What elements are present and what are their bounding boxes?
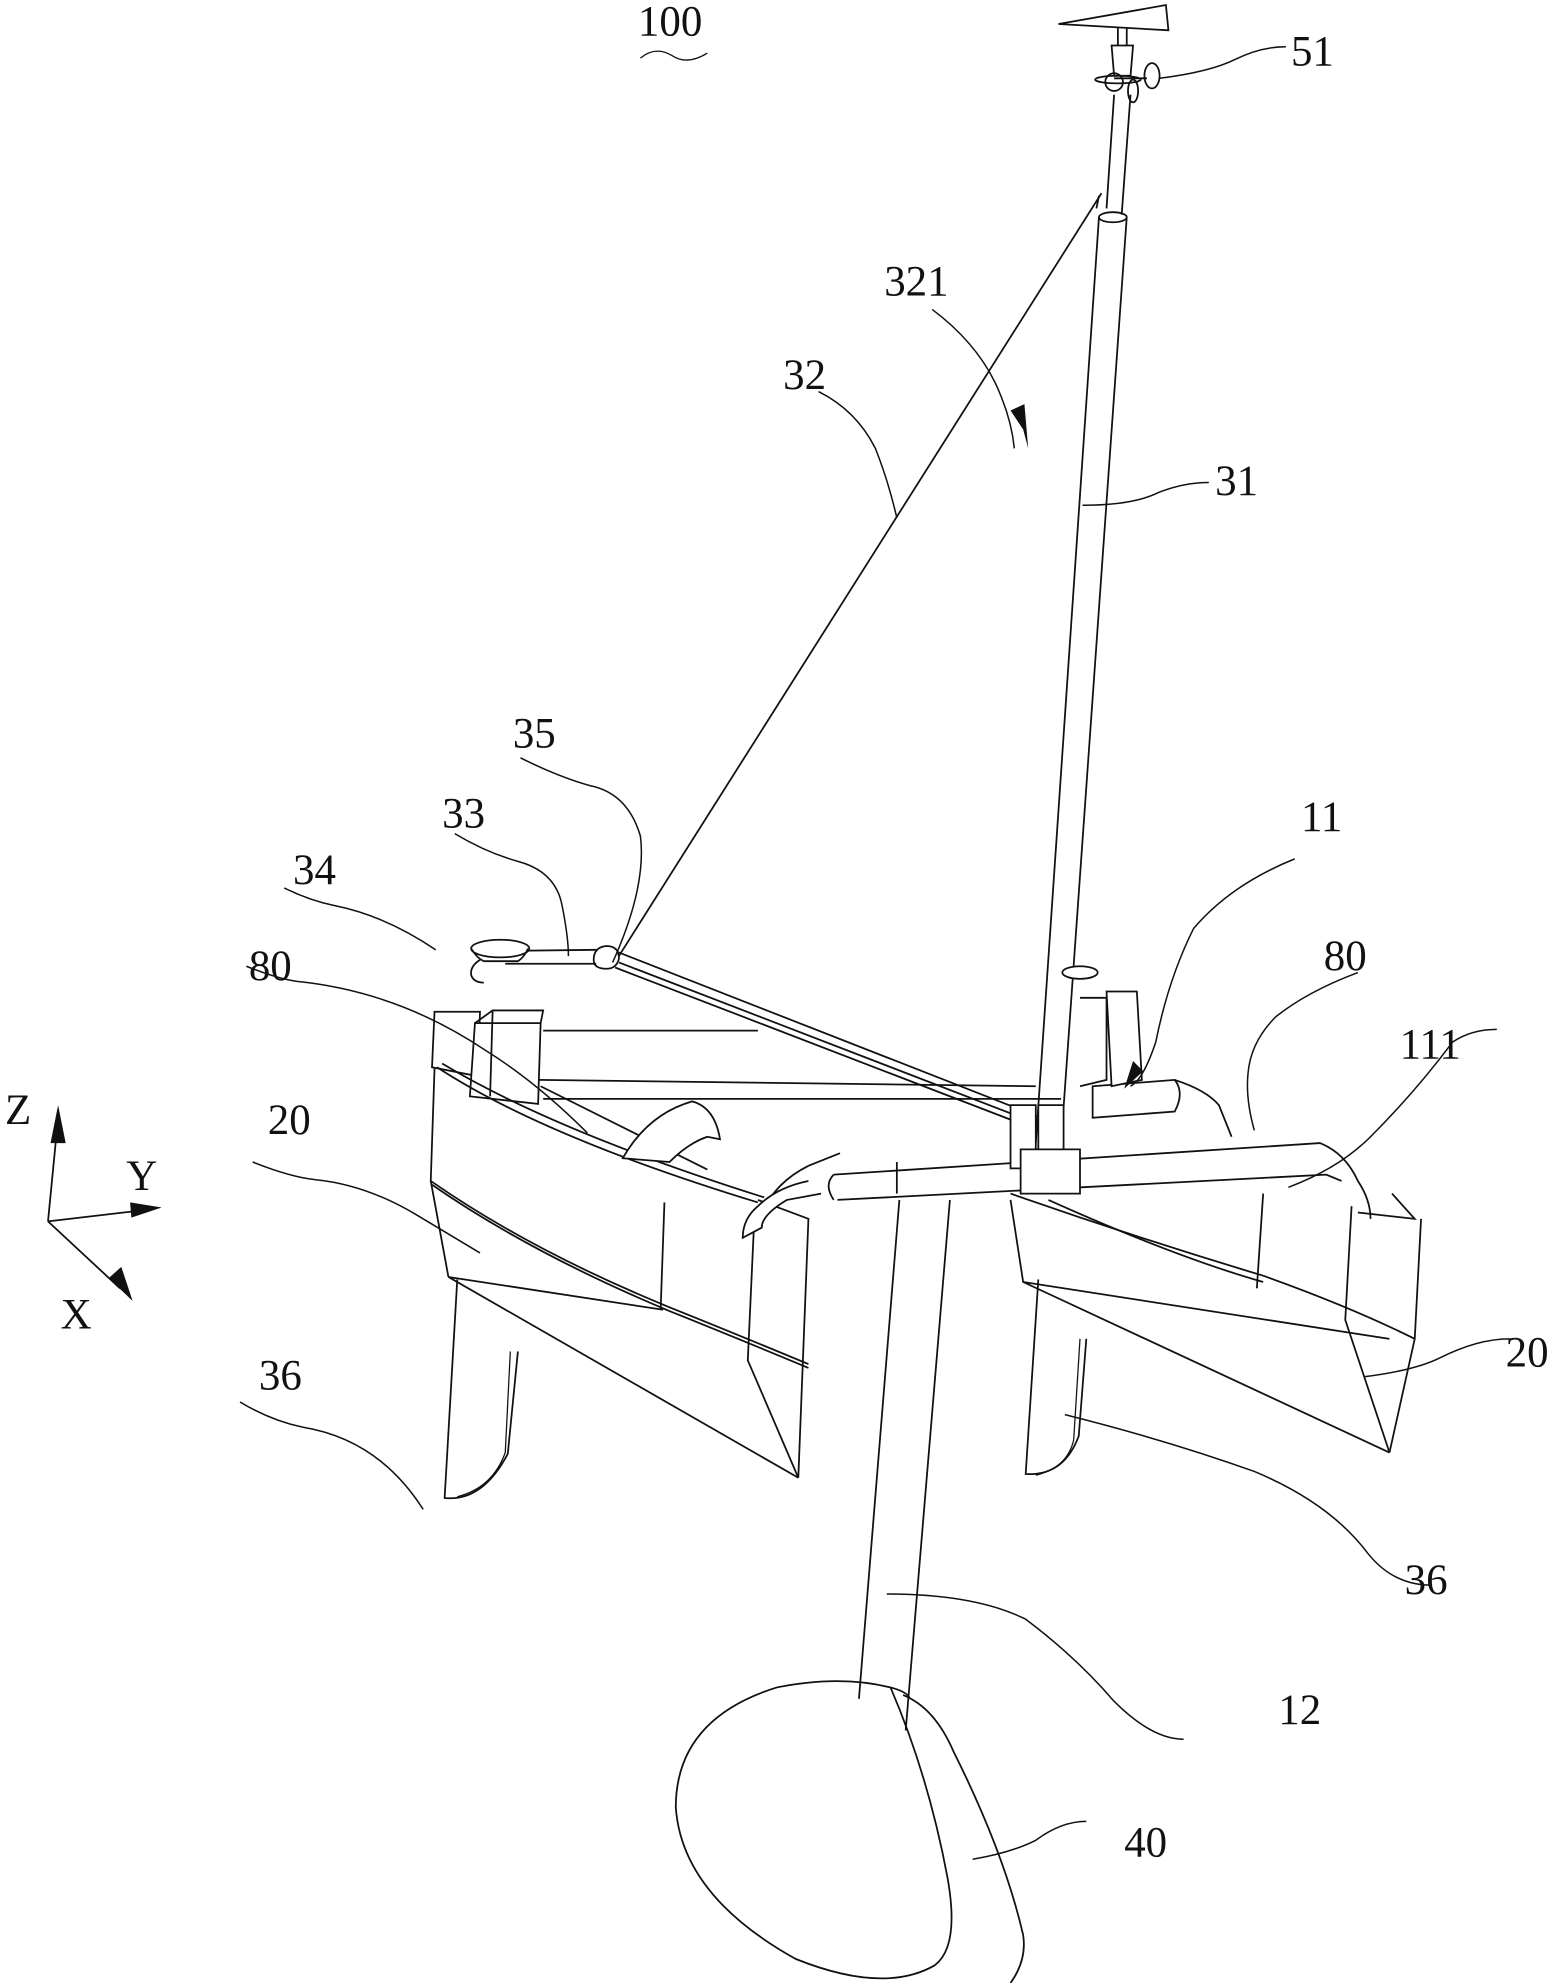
leader-20-right: [1364, 1338, 1510, 1378]
coordinate-axes: Z Y X: [5, 1087, 162, 1339]
underwater-disc-40: [674, 1680, 1025, 1983]
leader-51: [1159, 45, 1286, 80]
label-51: 51: [1291, 29, 1334, 76]
leader-12: [886, 1593, 1184, 1740]
mast-upper: [1105, 94, 1132, 215]
right-fin-36: [1024, 1279, 1088, 1476]
label-12: 12: [1278, 1687, 1321, 1734]
crossbeam-111: [741, 1142, 1372, 1240]
leader-80-right: [1246, 971, 1359, 1131]
sail-luff-32: [615, 192, 1103, 961]
left-fin-36: [443, 1279, 519, 1500]
arrow-11: [1124, 1060, 1144, 1089]
label-80-right: 80: [1324, 933, 1367, 980]
label-80-left: 80: [249, 943, 292, 990]
label-34: 34: [293, 847, 336, 894]
leader-33: [454, 832, 570, 957]
wind-sensor-51: [1058, 4, 1170, 104]
axis-label-z: Z: [5, 1087, 31, 1134]
leader-36-right: [1064, 1413, 1432, 1586]
label-20-left: 20: [268, 1097, 311, 1144]
leader-321: [931, 308, 1016, 449]
axis-label-y: Y: [126, 1153, 157, 1200]
label-36-left: 36: [259, 1352, 302, 1399]
label-36-right: 36: [1405, 1557, 1448, 1604]
label-40: 40: [1124, 1820, 1167, 1867]
leader-36-left: [239, 1401, 424, 1510]
label-321: 321: [884, 259, 948, 306]
leader-111: [1288, 1028, 1497, 1188]
boom-joint-35: [592, 945, 620, 970]
label-31: 31: [1215, 458, 1258, 505]
boom-33: [614, 950, 1052, 1136]
keel-strut-12: [858, 1162, 951, 1731]
label-33: 33: [442, 790, 485, 837]
right-hull-20: [1009, 1192, 1422, 1454]
figure-number-100: 100: [638, 0, 702, 45]
leader-32: [818, 390, 898, 519]
leader-35: [520, 757, 643, 963]
label-20-right: 20: [1506, 1330, 1549, 1377]
left-hull-20: [429, 1009, 1062, 1479]
connector-11: [1009, 1078, 1233, 1195]
label-11: 11: [1301, 794, 1342, 841]
arrow-321: [1010, 404, 1029, 449]
axis-label-x: X: [61, 1292, 92, 1339]
leader-40: [972, 1820, 1087, 1860]
leader-34: [283, 887, 437, 951]
right-deck-block: [1061, 965, 1143, 1088]
leader-20-left: [252, 1161, 481, 1254]
leader-11: [1130, 858, 1296, 1087]
label-32: 32: [783, 352, 826, 399]
mast-31: [1034, 211, 1128, 1144]
label-35: 35: [513, 711, 556, 758]
leader-80-left: [246, 965, 588, 1134]
leader-31: [1082, 481, 1209, 506]
winch-34: [470, 938, 531, 984]
label-111: 111: [1400, 1021, 1461, 1068]
figure-number-tilde: [640, 50, 708, 61]
